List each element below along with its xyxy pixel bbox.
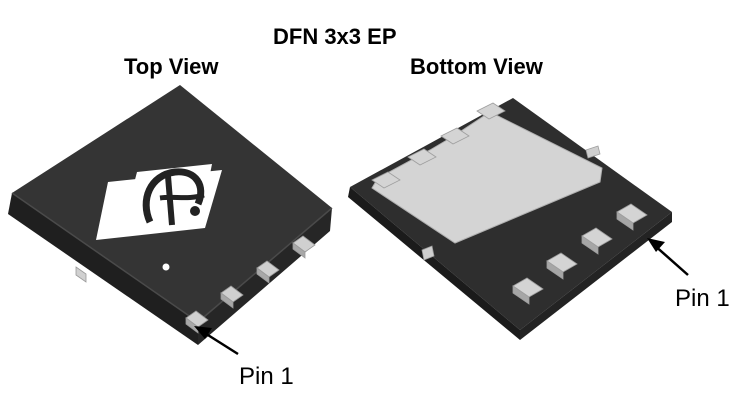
- bottom-view-package: [348, 98, 672, 340]
- pin1-marker-icon: [162, 263, 170, 271]
- top-package-left-side: [8, 193, 198, 345]
- pin1-bottom-view-callout: Pin 1: [675, 285, 730, 312]
- pin1-bottom-arrow: [647, 238, 689, 276]
- diagram-title: DFN 3x3 EP: [273, 24, 397, 49]
- top-view-side-pads: [75, 235, 316, 334]
- ao-logo-icon: [96, 164, 222, 240]
- pin1-top-arrow: [194, 326, 239, 356]
- bottom-view-top-pads: [371, 102, 506, 189]
- arrow-icon: [194, 326, 212, 339]
- bottom-view-side-tabs: [421, 145, 601, 261]
- bottom-view-bottom-pads: [512, 203, 648, 305]
- top-view-package: [8, 85, 333, 345]
- bottom-view-label: Bottom View: [410, 54, 543, 79]
- top-view-label: Top View: [124, 54, 219, 79]
- exposed-pad: [371, 111, 603, 244]
- pin1-top-view-callout: Pin 1: [239, 363, 294, 390]
- bottom-package-side-right: [520, 212, 672, 340]
- bottom-package-side: [348, 187, 520, 340]
- arrow-icon: [647, 238, 665, 252]
